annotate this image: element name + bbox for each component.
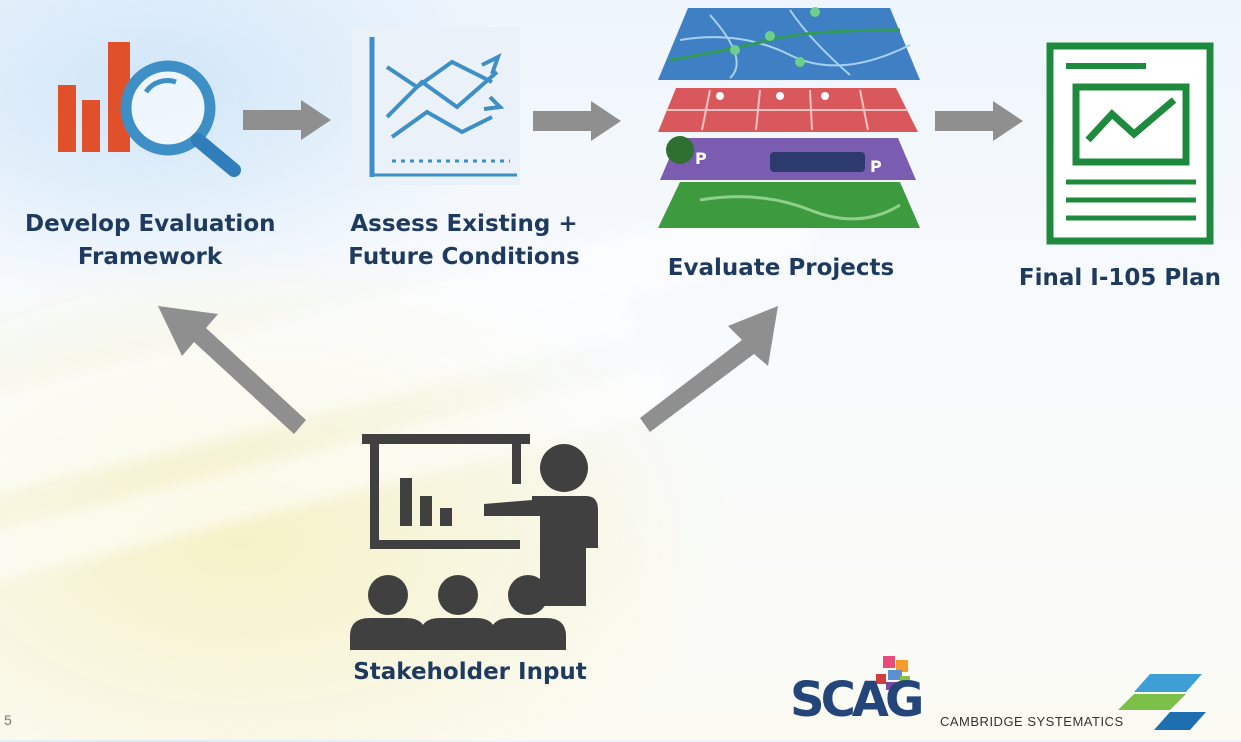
- flow-arrow-3-4: [935, 101, 1025, 146]
- chart-magnifier-icon: [50, 30, 250, 180]
- stakeholder-input-label: Stakeholder Input: [353, 659, 587, 685]
- scag-logo-text: SCAG: [790, 672, 924, 728]
- flow-arrow-2-3: [533, 101, 623, 146]
- svg-text:P: P: [870, 157, 882, 176]
- flow-arrow-1-2: [243, 100, 333, 145]
- cambridge-systematics-text: CAMBRIDGE SYSTEMATICS: [940, 714, 1124, 729]
- report-chart-icon: [1046, 42, 1216, 247]
- scag-logo: [788, 652, 918, 737]
- page-number: 5: [4, 712, 12, 728]
- map-layers-icon: P P: [640, 0, 940, 235]
- cambridge-systematics-logo: [1110, 672, 1210, 732]
- feedback-arrow-to-evaluate: [636, 298, 786, 443]
- step-label-assess-conditions: Assess Existing +Future Conditions: [348, 211, 580, 270]
- presentation-audience-icon: [340, 430, 610, 650]
- step-label-evaluate-projects: Evaluate Projects: [667, 255, 895, 281]
- trend-lines-icon: [352, 27, 520, 185]
- feedback-arrow-to-framework: [150, 298, 310, 443]
- svg-text:P: P: [695, 149, 707, 168]
- step-label-final-plan: Final I-105 Plan: [1018, 265, 1222, 291]
